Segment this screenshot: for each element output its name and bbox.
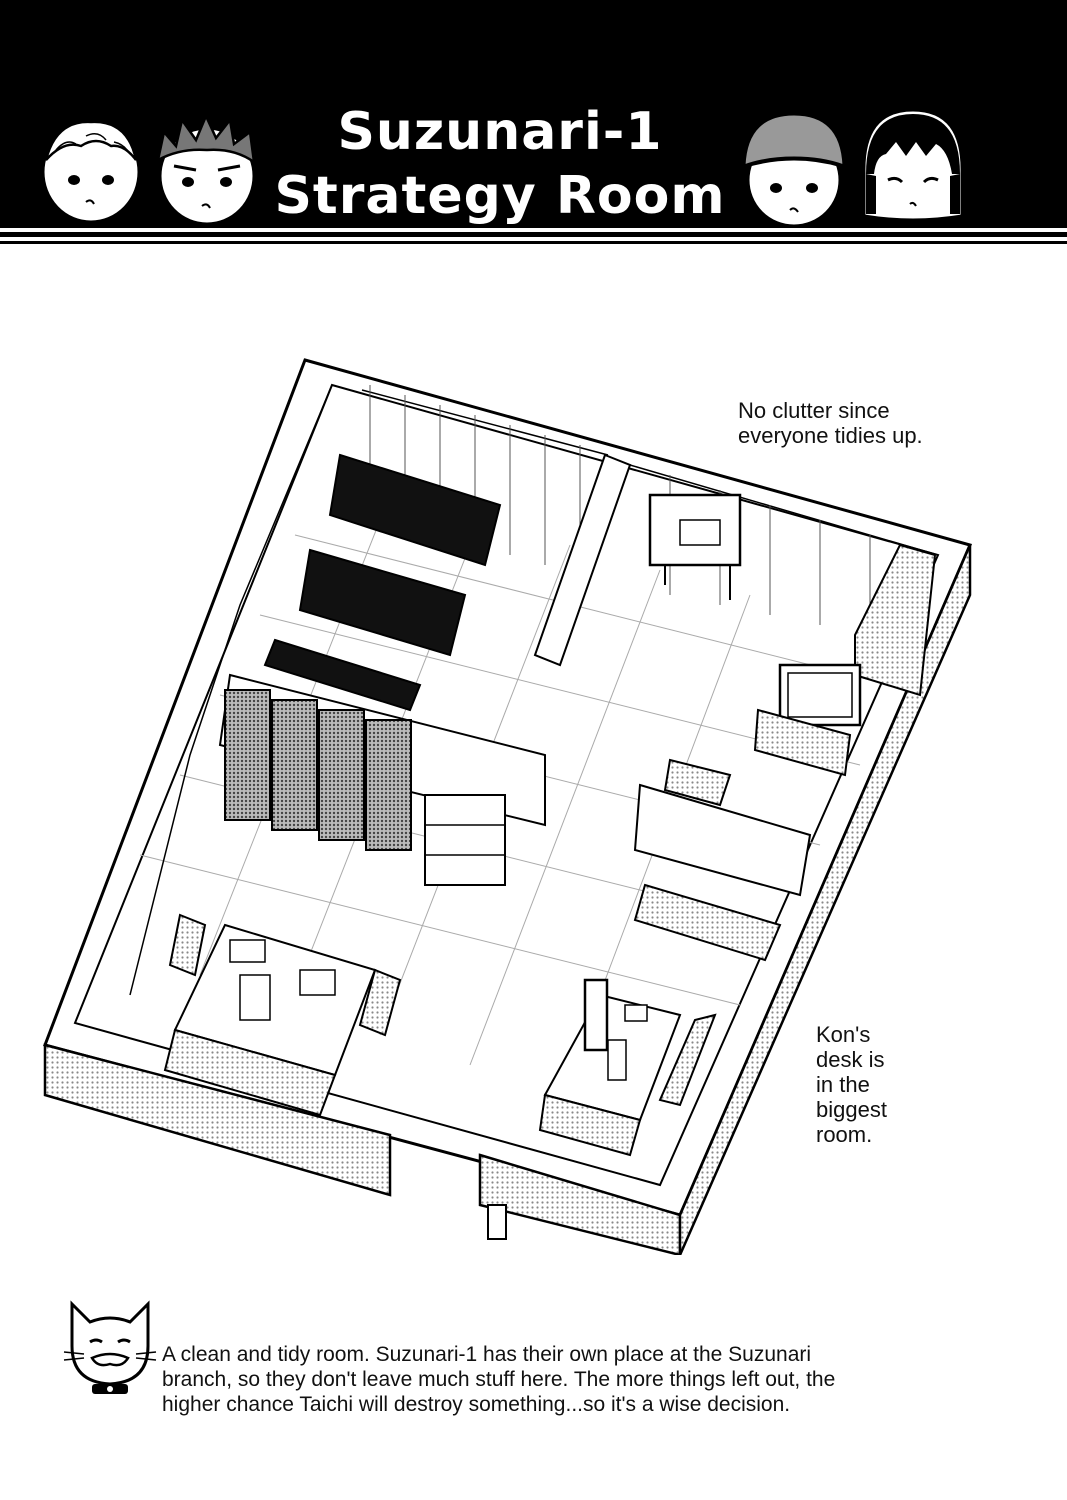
note-kon-desk-line-1: Kon's	[816, 1022, 871, 1047]
note-kon-desk-line-3: in the	[816, 1072, 870, 1097]
spiky-hair-boy-face-icon	[156, 112, 256, 226]
note-kon-desk-line-2: desk is	[816, 1047, 885, 1072]
page-title-line-2: Strategy Room	[274, 166, 726, 226]
note-no-clutter-line-2: everyone tidies up.	[738, 423, 923, 448]
page-title-line-1: Suzunari-1	[337, 102, 663, 162]
note-kon-desk: Kon's desk is in the biggest room.	[816, 1022, 936, 1147]
header-rule	[0, 232, 1067, 237]
page-title: Suzunari-1 Strategy Room	[260, 100, 740, 228]
note-no-clutter-line-1: No clutter since	[738, 398, 890, 423]
cat-mascot-icon	[63, 1300, 157, 1394]
blond-boy-face-icon	[41, 120, 141, 224]
note-kon-desk-line-5: room.	[816, 1122, 873, 1147]
caption-line-3: higher chance Taichi will destroy someth…	[162, 1393, 791, 1416]
room-floor-plan-illustration	[43, 358, 973, 1255]
caption-line-2: branch, so they don't leave much stuff h…	[162, 1368, 836, 1391]
black-hair-girl-face-icon	[862, 108, 964, 222]
note-no-clutter: No clutter since everyone tidies up.	[738, 398, 958, 448]
caption-line-1: A clean and tidy room. Suzunari-1 has th…	[162, 1343, 812, 1366]
beanie-girl-face-icon	[742, 112, 846, 228]
caption-paragraph: A clean and tidy room. Suzunari-1 has th…	[162, 1342, 882, 1417]
header-rule-thin	[0, 241, 1067, 244]
note-kon-desk-line-4: biggest	[816, 1097, 887, 1122]
light-switch-icon	[487, 1204, 507, 1240]
